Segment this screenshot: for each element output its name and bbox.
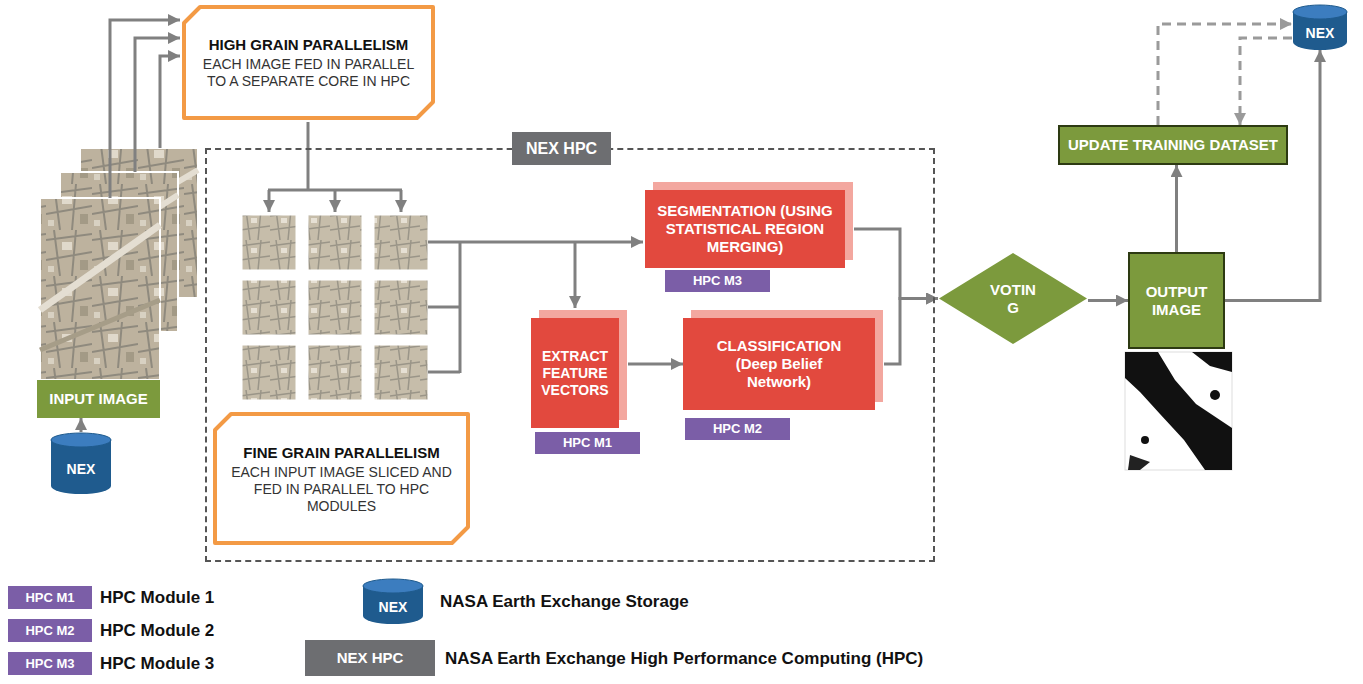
decision-diamond: VOTIN G [938,252,1088,345]
node-content: CLASSIFICATION (Deep Belief Network) [683,318,875,410]
connector-arrow [884,299,938,365]
legend-text: HPC Module 1 [100,586,214,609]
connector-arrow [1175,165,1178,252]
node-content: HPC M1 [535,432,640,454]
legend-text: HPC Module 2 [100,619,214,642]
node-content: HPC M3 [665,270,770,292]
heading-text: OUTPUT IMAGE [1136,283,1217,319]
feedback-arrow [1158,24,1292,125]
heading-text: CLASSIFICATION (Deep Belief Network) [703,337,855,391]
node-content: UPDATE TRAINING DATASET [1060,127,1286,163]
process-box: CLASSIFICATION (Deep Belief Network) [683,318,875,410]
legend-swatch: HPC M3 [8,652,92,675]
body-text: EACH IMAGE FED IN PARALLEL TO A SEPARATE… [198,56,419,90]
node-content: VOTIN G [938,252,1088,345]
heading-text: HPC M2 [713,421,762,437]
heading-text: INPUT IMAGE [49,390,147,408]
node-content: HIGH GRAIN PARALLELISM EACH IMAGE FED IN … [182,5,435,120]
heading-text: SEGMENTATION (USING STATISTICAL REGION M… [657,202,833,256]
swatch-label: NEX [379,587,408,615]
heading-text: NEX HPC [526,139,597,158]
heading-text: EXTRACT FEATURE VECTORS [534,348,616,399]
output-mask-picture [1125,352,1232,470]
storage-cylinder: NEX [50,432,112,494]
node-content: HPC M2 [685,418,790,440]
swatch-label: NEX HPC [337,650,404,666]
module-tag: HPC M2 [685,418,790,440]
module-tag: HPC M1 [535,432,640,454]
heading-text: NEX [67,461,96,478]
hpc-region: NEX HPCSEGMENTATION (USING STATISTICAL R… [205,148,935,562]
process-box: UPDATE TRAINING DATASET [1058,125,1288,165]
connector-arrow [628,363,683,366]
heading-text: NEX [1306,25,1335,42]
label-bar: INPUT IMAGE [37,380,160,418]
connector-arrow [80,418,83,432]
heading-text: HPC M3 [693,273,742,289]
callout-box: FINE GRAIN PARALLELISM EACH INPUT IMAGE S… [213,412,470,545]
storage-symbol: NEX [362,578,424,624]
legend-text: HPC Module 3 [100,652,214,675]
module-tag: HPC M3 [665,270,770,292]
legend-text: NASA Earth Exchange High Performance Com… [445,647,923,670]
node-content: OUTPUT IMAGE [1130,254,1223,347]
node-content: EXTRACT FEATURE VECTORS [531,318,619,428]
heading-text: FINE GRAIN PARALLELISM [243,443,439,462]
swatch-label: HPC M3 [25,656,74,672]
node-content: FINE GRAIN PARALLELISM EACH INPUT IMAGE S… [213,412,470,545]
body-text: EACH INPUT IMAGE SLICED AND FED IN PARAL… [229,464,454,515]
feedback-arrow [1240,38,1292,125]
process-box: OUTPUT IMAGE [1128,252,1225,349]
callout-box: HIGH GRAIN PARALLELISM EACH IMAGE FED IN … [182,5,435,120]
legend-text: NASA Earth Exchange Storage [440,590,689,613]
connector-arrow [1088,299,1128,302]
process-box: SEGMENTATION (USING STATISTICAL REGION M… [645,190,845,268]
process-box: EXTRACT FEATURE VECTORS [531,318,619,428]
heading-text: HIGH GRAIN PARALLELISM [209,35,409,54]
legend-swatch: HPC M1 [8,586,92,609]
image-tiles [242,215,428,400]
legend-swatch: NEX HPC [305,640,435,676]
connector-arrow [1225,50,1320,301]
input-image-stack [40,148,198,380]
node-content: INPUT IMAGE [37,380,160,418]
node-content: NEX [50,432,112,494]
swatch-label: HPC M1 [25,590,74,606]
heading-text: VOTIN G [984,281,1042,317]
node-content: NEX [1292,4,1348,50]
node-content: SEGMENTATION (USING STATISTICAL REGION M… [645,190,845,268]
heading-text: HPC M1 [563,435,612,451]
region-heading-plate: NEX HPC [512,132,611,165]
heading-text: UPDATE TRAINING DATASET [1068,136,1278,154]
legend-swatch: HPC M2 [8,619,92,642]
connector-arrow [854,229,938,299]
storage-cylinder: NEX [1292,4,1348,50]
swatch-label: HPC M2 [25,623,74,639]
